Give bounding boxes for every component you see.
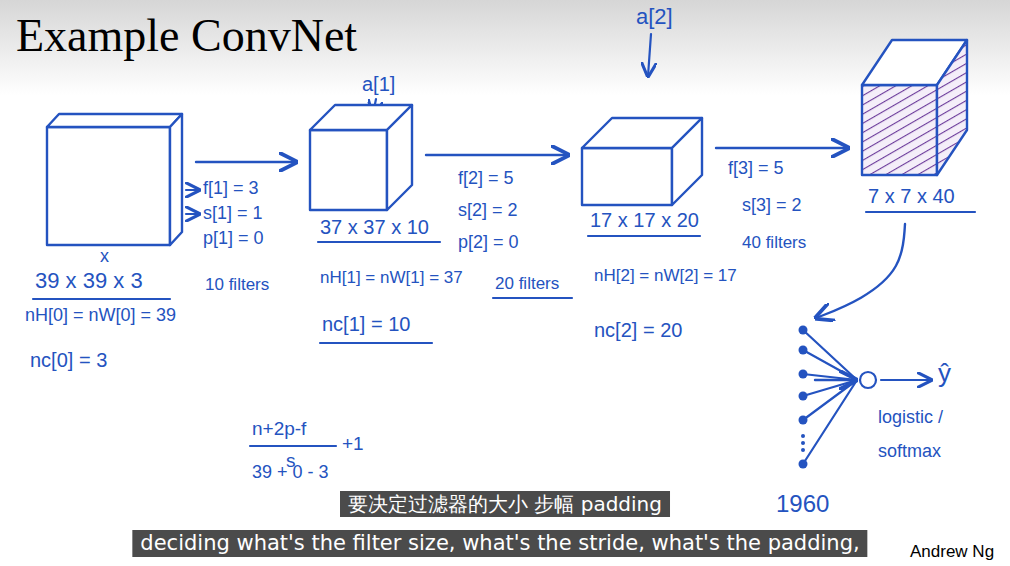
weight-line bbox=[803, 380, 857, 464]
flow-arrow bbox=[815, 379, 856, 381]
padding: p[1] = 0 bbox=[203, 228, 264, 250]
neuron-dot bbox=[799, 370, 808, 379]
activation-name: a[2] bbox=[636, 4, 673, 30]
cube-front bbox=[47, 127, 170, 245]
underline bbox=[493, 297, 572, 299]
final-volume: 7 x 7 x 40 bbox=[862, 40, 967, 218]
formula-term: +1 bbox=[342, 433, 364, 456]
neuron-dot bbox=[801, 448, 805, 452]
cube-front bbox=[862, 85, 937, 175]
input-volume: x39 x 39 x 3nH[0] = nW[0] = 39nc[0] = 3 bbox=[47, 114, 182, 245]
unit-count: 1960 bbox=[776, 490, 829, 519]
neuron-dot bbox=[799, 326, 808, 335]
padding: p[2] = 0 bbox=[458, 232, 519, 254]
node-outline bbox=[788, 322, 812, 472]
weight-line bbox=[803, 380, 857, 420]
title-band bbox=[0, 0, 1010, 95]
stride: s[1] = 1 bbox=[203, 203, 263, 225]
tensor-shape: 7 x 7 x 40 bbox=[868, 184, 955, 208]
output-function: logistic / softmax bbox=[878, 400, 962, 468]
height-width: nH[2] = nW[2] = 17 bbox=[594, 266, 737, 286]
node-outline bbox=[310, 105, 412, 210]
underline bbox=[588, 235, 700, 237]
formula-example: 39 + 0 - 3 bbox=[252, 462, 329, 484]
pointer-arrow bbox=[186, 189, 199, 191]
tensor-shape: 39 x 39 x 3 bbox=[35, 268, 143, 294]
pointer-arrow bbox=[186, 213, 199, 215]
slide-title: Example ConvNet bbox=[16, 8, 357, 63]
neuron-dot bbox=[799, 392, 808, 401]
flattened-units: 1960 bbox=[788, 322, 812, 472]
underline bbox=[866, 211, 975, 213]
stride: s[3] = 2 bbox=[742, 195, 802, 217]
cube-side bbox=[672, 118, 702, 205]
filter-size: f[1] = 3 bbox=[203, 178, 259, 200]
input-name: x bbox=[100, 246, 109, 268]
activation-volume: a[1]37 x 37 x 10nH[1] = nW[1] = 37nc[1] … bbox=[310, 105, 412, 210]
weight-line bbox=[803, 374, 857, 380]
channel-count: nc[1] = 10 bbox=[322, 312, 410, 336]
neuron-dot bbox=[799, 460, 808, 469]
node-outline bbox=[47, 114, 182, 245]
filter-count: 10 filters bbox=[205, 275, 269, 295]
cube-side bbox=[937, 40, 967, 175]
neuron-dot bbox=[801, 441, 805, 445]
node-outline bbox=[859, 371, 877, 389]
cube-top bbox=[47, 114, 182, 127]
tensor-shape: 37 x 37 x 10 bbox=[320, 215, 429, 239]
cube-front bbox=[310, 130, 387, 210]
flow-arrow bbox=[426, 154, 568, 156]
cube-front bbox=[582, 148, 672, 205]
underline bbox=[320, 342, 432, 344]
prediction: ŷ bbox=[938, 358, 951, 389]
formula-numerator: n+2p-f bbox=[252, 418, 306, 441]
activation-volume: a[2]17 x 17 x 20nH[2] = nW[2] = 17nc[2] … bbox=[582, 118, 702, 205]
flow-arrow bbox=[816, 224, 905, 318]
underline bbox=[318, 241, 440, 243]
neuron-dot bbox=[799, 416, 808, 425]
stride: s[2] = 2 bbox=[458, 200, 518, 222]
neuron-circle bbox=[860, 372, 876, 388]
tensor-shape: 17 x 17 x 20 bbox=[590, 208, 699, 232]
height-width: nH[1] = nW[1] = 37 bbox=[320, 268, 463, 288]
activation-name: a[1] bbox=[362, 72, 395, 96]
subtitle: deciding what's the filter size, what's … bbox=[132, 530, 867, 557]
channel-count: nc[0] = 3 bbox=[30, 348, 107, 372]
filter-size: f[3] = 5 bbox=[728, 158, 784, 180]
weight-line bbox=[803, 330, 857, 380]
subtitle: 要决定过滤器的大小 步幅 padding bbox=[340, 491, 670, 517]
cube-side bbox=[170, 114, 182, 245]
output-unit: logistic / softmax bbox=[859, 371, 877, 389]
cube-side bbox=[387, 105, 412, 210]
filter-count: 20 filters bbox=[495, 274, 559, 294]
flow-arrow bbox=[716, 147, 848, 149]
output-arrow bbox=[881, 379, 931, 381]
underline bbox=[33, 298, 170, 300]
weight-line bbox=[803, 350, 857, 380]
channel-count: nc[2] = 20 bbox=[594, 318, 682, 342]
flow-arrow bbox=[196, 161, 296, 163]
author: Andrew Ng bbox=[910, 542, 994, 562]
height-width: nH[0] = nW[0] = 39 bbox=[25, 305, 176, 327]
neuron-dot bbox=[801, 434, 805, 438]
filter-size: f[2] = 5 bbox=[458, 168, 514, 190]
filter-count: 40 filters bbox=[742, 233, 806, 253]
fraction-bar bbox=[250, 445, 336, 447]
node-outline bbox=[582, 118, 702, 205]
neuron-dot bbox=[799, 346, 808, 355]
pointer-arrow bbox=[648, 34, 651, 76]
